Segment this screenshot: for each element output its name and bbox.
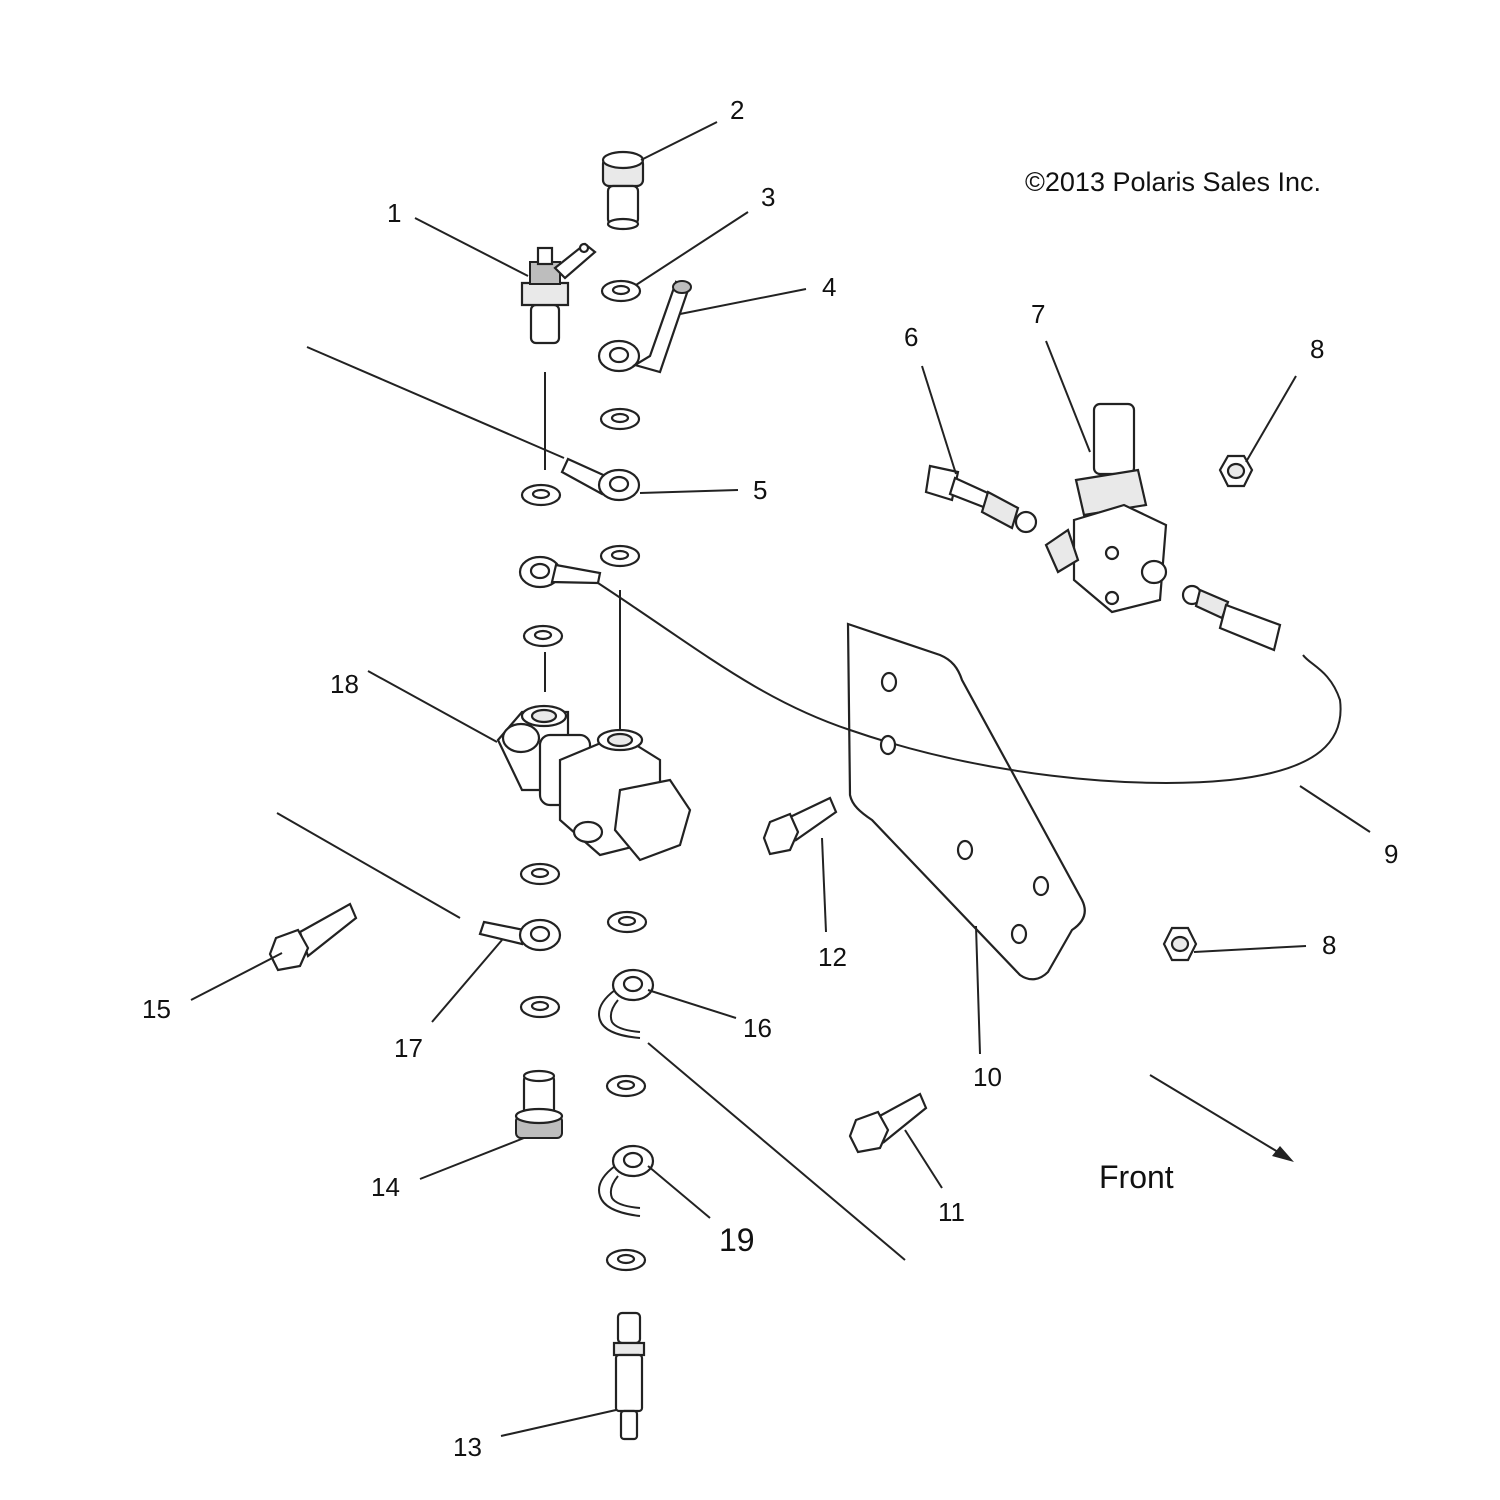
part-17-banjo	[478, 918, 562, 952]
callout-9: 9	[1384, 839, 1398, 869]
callout-19: 19	[719, 1222, 755, 1258]
part-5-banjo	[560, 457, 641, 502]
callout-10: 10	[973, 1062, 1002, 1092]
banjo-left	[518, 555, 602, 589]
part-8-nut-upper	[1218, 454, 1254, 488]
callout-18: 18	[330, 669, 359, 699]
callout-17: 17	[394, 1033, 423, 1063]
washer	[606, 910, 648, 934]
callout-8-lower: 8	[1322, 930, 1336, 960]
part-7-pressure-valve	[1044, 402, 1168, 614]
front-label: Front	[1099, 1159, 1174, 1195]
washer	[605, 1074, 647, 1098]
line-fitting-right	[1181, 584, 1282, 652]
washer	[519, 862, 561, 886]
callout-16: 16	[743, 1013, 772, 1043]
washer	[599, 544, 641, 568]
callout-8-upper: 8	[1310, 334, 1324, 364]
callout-13: 13	[453, 1432, 482, 1462]
part-4-banjo-hose	[597, 280, 692, 374]
callout-3: 3	[761, 182, 775, 212]
washer	[605, 1248, 647, 1272]
callout-2: 2	[730, 95, 744, 125]
part-2-banjo-bolt	[601, 150, 645, 231]
callout-6: 6	[904, 322, 918, 352]
part-18-valve-block	[496, 704, 692, 862]
reference-line	[276, 812, 461, 919]
part-15-bolt	[268, 902, 358, 972]
part-12-bolt	[762, 796, 838, 856]
part-14-banjo-bolt	[514, 1069, 564, 1139]
part-9-brake-line	[597, 582, 1342, 784]
part-13-stud	[612, 1311, 646, 1441]
callout-7: 7	[1031, 299, 1045, 329]
part-3-washer	[600, 279, 642, 303]
callout-12: 12	[818, 942, 847, 972]
part-16-banjo-line	[598, 968, 655, 1039]
callout-5: 5	[753, 475, 767, 505]
callout-14: 14	[371, 1172, 400, 1202]
washer	[599, 407, 641, 431]
part-8-nut-lower	[1162, 926, 1198, 962]
part-6-fitting	[924, 464, 1038, 534]
front-direction-arrow	[1149, 1074, 1294, 1162]
callout-4: 4	[822, 272, 836, 302]
copyright-text: ©2013 Polaris Sales Inc.	[1025, 167, 1321, 197]
washer	[520, 483, 562, 507]
callout-1: 1	[387, 198, 401, 228]
callout-15: 15	[142, 994, 171, 1024]
callout-leaders	[190, 121, 1371, 1437]
part-11-bolt	[848, 1092, 928, 1154]
reference-line	[647, 1042, 906, 1261]
part-10-mounting-bracket	[846, 622, 1086, 981]
part-1-pressure-switch	[520, 242, 597, 345]
reference-line	[306, 346, 565, 459]
part-19-banjo-line	[598, 1144, 655, 1217]
washer	[519, 995, 561, 1019]
washer	[522, 624, 564, 648]
callout-11: 11	[938, 1197, 965, 1227]
